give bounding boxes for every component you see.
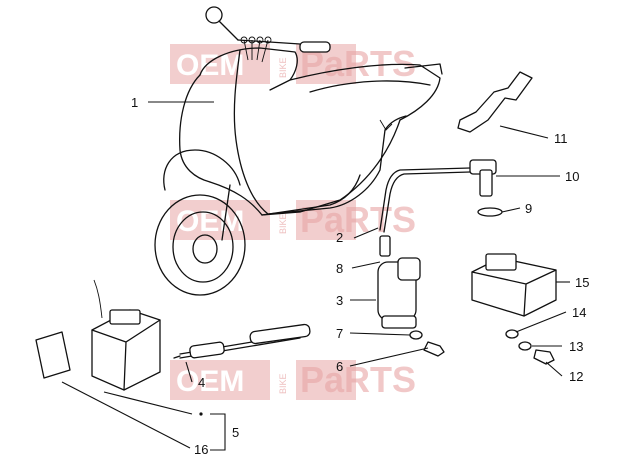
part-8-connector bbox=[379, 235, 391, 257]
callout-3: 3 bbox=[336, 293, 343, 308]
leader-lines bbox=[61, 101, 570, 451]
callout-11: 11 bbox=[554, 131, 568, 146]
watermark-oem-text: OEM bbox=[176, 49, 244, 82]
part-10-plug-cap bbox=[379, 159, 497, 233]
part-14-washer bbox=[505, 329, 519, 339]
part-6-screw bbox=[423, 341, 445, 357]
watermark-bike-text: BIKE bbox=[278, 213, 288, 234]
watermark-oem-text: OEM bbox=[176, 365, 244, 398]
part-11-bracket bbox=[457, 71, 533, 133]
callout-4: 4 bbox=[198, 375, 205, 390]
callout-13: 13 bbox=[569, 339, 583, 354]
part-3-ignition-coil bbox=[377, 257, 421, 329]
part-7-washer bbox=[409, 330, 423, 340]
scooter-illustration bbox=[154, 6, 443, 296]
callout-12: 12 bbox=[569, 369, 583, 384]
callout-9: 9 bbox=[525, 201, 532, 216]
part-16-cdi-unit bbox=[91, 279, 161, 391]
watermark-bottom: OEM BIKE PaRTS bbox=[170, 359, 416, 400]
callout-5: 5 bbox=[232, 425, 239, 440]
callout-8: 8 bbox=[336, 261, 343, 276]
callout-6: 6 bbox=[336, 359, 343, 374]
part-12-bolt bbox=[533, 349, 555, 365]
watermark-oem-text: OEM bbox=[176, 205, 244, 238]
watermark-bike-text: BIKE bbox=[278, 57, 288, 78]
callout-2: 2 bbox=[336, 230, 343, 245]
callout-1: 1 bbox=[131, 95, 138, 110]
watermark-middle: OEM BIKE PaRTS bbox=[170, 199, 416, 240]
part-9-washer bbox=[477, 207, 503, 217]
part-4-cable bbox=[173, 323, 311, 359]
callout-7: 7 bbox=[336, 326, 343, 341]
bracket-dot bbox=[199, 412, 203, 416]
callout-labels: 1 2 3 4 5 6 7 8 9 10 11 12 13 14 15 16 bbox=[131, 95, 589, 457]
callout-15: 15 bbox=[575, 275, 589, 290]
part-15-regulator bbox=[471, 253, 557, 317]
watermark-parts-text: PaRTS bbox=[300, 359, 416, 400]
callout-14: 14 bbox=[572, 305, 586, 320]
watermark-bike-text: BIKE bbox=[278, 373, 288, 394]
callout-10: 10 bbox=[565, 169, 579, 184]
part-16-plate bbox=[35, 331, 71, 379]
watermark-parts-text: PaRTS bbox=[300, 199, 416, 240]
watermark-top: OEM BIKE PaRTS bbox=[170, 43, 416, 84]
callout-16: 16 bbox=[194, 442, 208, 457]
part-13-nut bbox=[518, 341, 532, 351]
